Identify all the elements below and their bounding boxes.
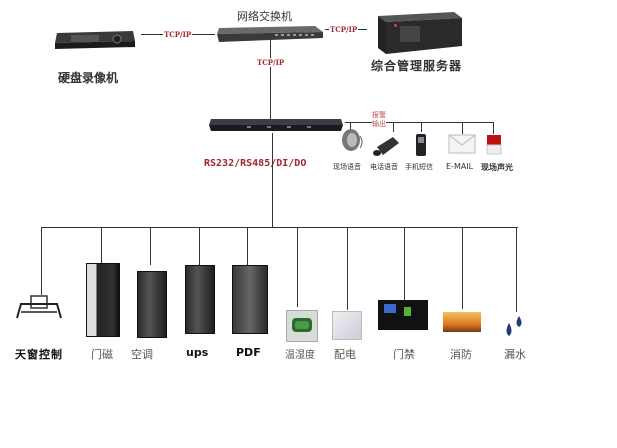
monitoring-controller-icon (209, 119, 343, 131)
alarm-output-telephone[interactable] (371, 133, 401, 159)
device-skylight-label: 天窗控制 (15, 348, 63, 361)
device-fire-protection[interactable] (443, 312, 481, 332)
skylight-control-icon (16, 295, 62, 319)
water-leak-icon (506, 316, 522, 336)
device-drop-door (101, 227, 102, 265)
device-air-conditioner-label: 空调 (131, 348, 153, 361)
siren-light-icon (486, 135, 502, 155)
alarm-bus (345, 122, 494, 123)
link-dvr-switch-label: TCP/IP (163, 30, 193, 39)
network-switch-icon (217, 26, 323, 42)
device-drop-access (404, 227, 405, 300)
alarm-output-email[interactable] (448, 134, 476, 154)
alarm-output-label-line2: 输出 (372, 120, 386, 129)
link-switch-controller-label: TCP/IP (256, 58, 286, 67)
device-skylight[interactable] (13, 294, 65, 324)
alarm-drop-1 (350, 122, 351, 129)
device-drop-ac (150, 227, 151, 265)
device-drop-skylight (41, 227, 42, 295)
speaker-icon (342, 129, 363, 151)
device-temp-humidity[interactable] (286, 310, 318, 342)
alarm-output-email-label: E-MAIL (446, 162, 474, 171)
device-ups[interactable] (185, 265, 215, 334)
alarm-output-speaker-label: 现场语音 (333, 163, 361, 171)
alarm-drop-2 (393, 122, 394, 132)
link-switch-server-label: TCP/IP (329, 25, 359, 34)
device-ups-label: ups (186, 346, 209, 359)
device-water-leak-label: 漏水 (504, 348, 526, 361)
device-door-magnet[interactable] (86, 263, 120, 337)
temperature-humidity-icon (292, 318, 312, 332)
monitoring-controller[interactable] (207, 117, 345, 133)
device-drop-water (516, 227, 517, 312)
access-control-icon (384, 304, 411, 316)
alarm-output-label-line1: 报警 (372, 111, 386, 120)
device-drop-pdf (247, 227, 248, 265)
server-icon (378, 12, 462, 54)
device-power-distribution[interactable] (332, 311, 362, 340)
device-bus (41, 227, 518, 228)
dvr-device[interactable] (53, 27, 137, 51)
device-access-control[interactable] (378, 300, 428, 330)
dvr-icon (55, 31, 135, 49)
alarm-drop-4 (462, 122, 463, 134)
device-pdf-label: PDF (236, 346, 261, 359)
email-icon (448, 134, 476, 154)
telephone-icon (373, 137, 399, 156)
device-air-conditioner[interactable] (137, 271, 167, 338)
alarm-output-siren-label: 现场声光 (481, 163, 513, 172)
device-door-magnet-label: 门磁 (91, 348, 113, 361)
device-fire-protection-label: 消防 (450, 348, 472, 361)
alarm-output-telephone-label: 电话语音 (370, 163, 398, 171)
alarm-drop-3 (421, 122, 422, 132)
bus-protocol-label: RS232/RS485/DI/DO (204, 158, 307, 169)
device-drop-fire (462, 227, 463, 309)
alarm-output-speaker[interactable] (340, 128, 366, 156)
device-temp-humidity-label: 温湿度 (285, 350, 315, 361)
management-server[interactable] (372, 10, 464, 54)
alarm-output-label: 报警 输出 (372, 111, 386, 129)
main-bus-vertical (272, 133, 273, 227)
switch-label: 网络交换机 (237, 10, 292, 23)
device-pdf[interactable] (232, 265, 268, 334)
dvr-label: 硬盘录像机 (58, 71, 119, 85)
alarm-output-mobile[interactable] (415, 133, 427, 157)
alarm-drop-5 (493, 122, 494, 134)
device-access-control-label: 门禁 (393, 348, 415, 361)
device-water-leak[interactable] (502, 315, 528, 339)
mobile-phone-icon (416, 134, 426, 156)
alarm-output-mobile-label: 手机短信 (405, 163, 433, 171)
device-drop-temp (297, 227, 298, 307)
network-switch[interactable] (215, 24, 325, 44)
device-drop-power (347, 227, 348, 310)
device-drop-ups (199, 227, 200, 265)
device-power-distribution-label: 配电 (334, 348, 356, 361)
link-switch-controller (270, 40, 271, 120)
alarm-output-siren[interactable] (485, 133, 503, 155)
server-label: 综合管理服务器 (371, 59, 463, 73)
